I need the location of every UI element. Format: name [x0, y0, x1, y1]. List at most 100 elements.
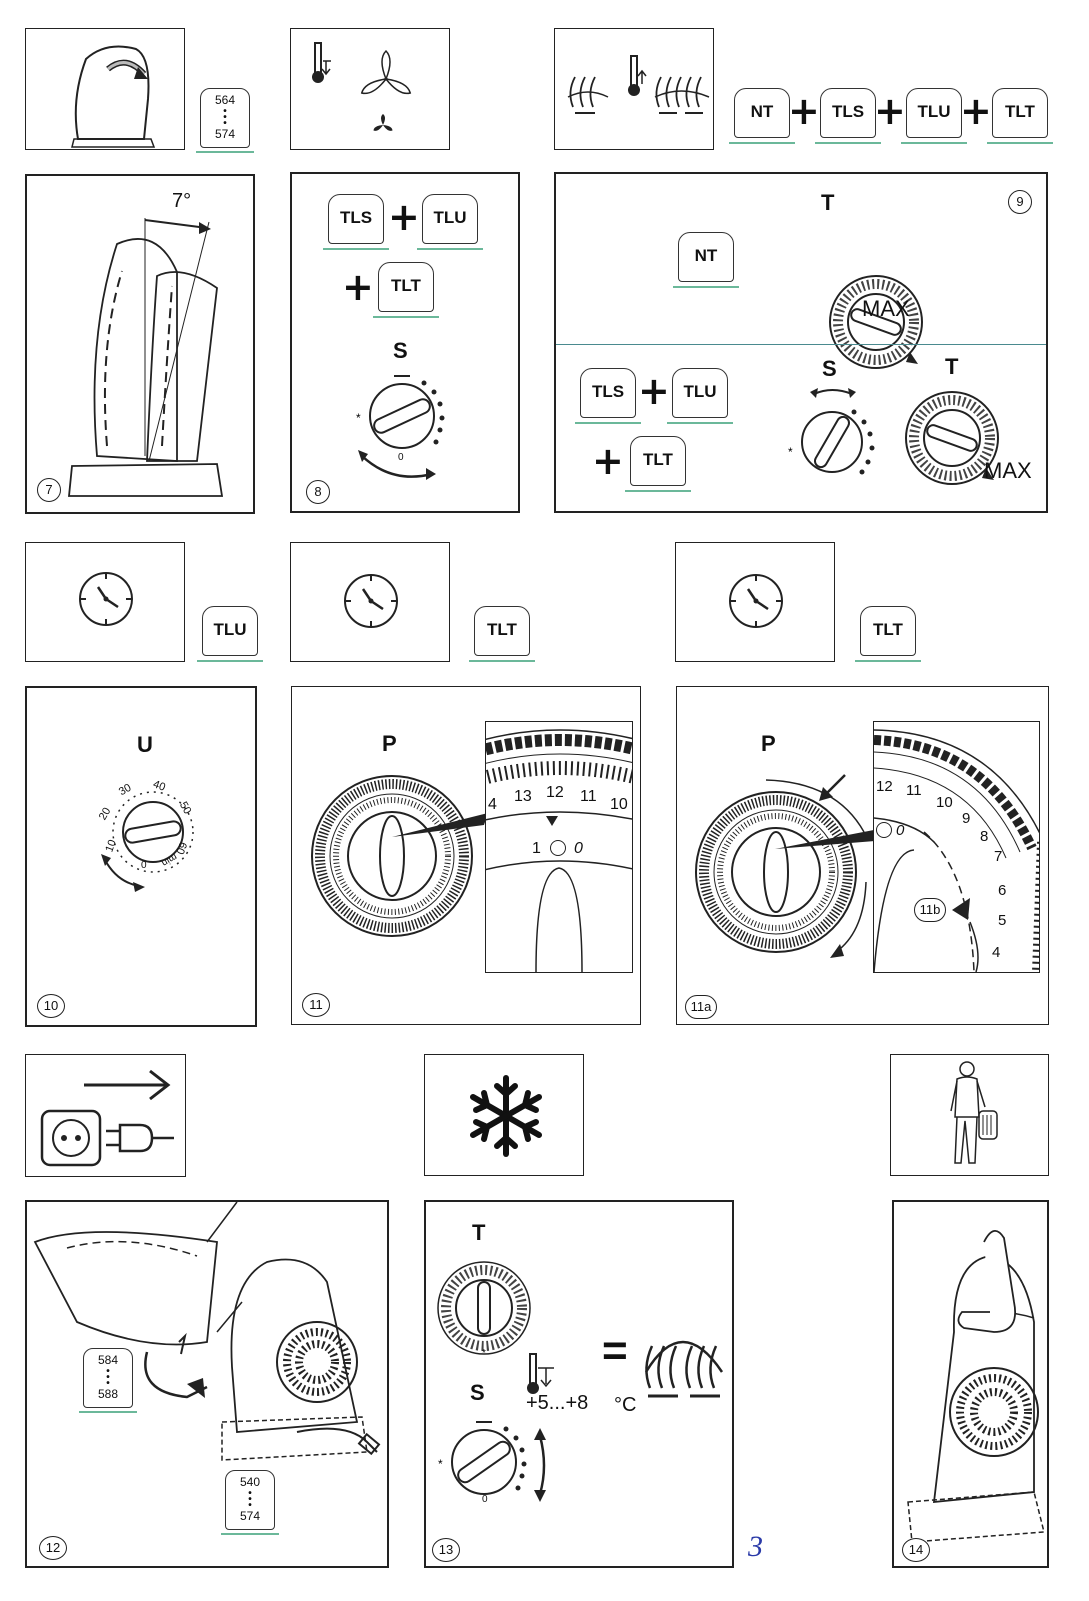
- plus-sign: +: [638, 369, 670, 413]
- clock-symbol-icon: [550, 840, 566, 856]
- programmer-dial: [311, 775, 473, 937]
- dial-zero-mark: 0: [398, 452, 404, 463]
- figure-number: 10: [37, 994, 65, 1018]
- push-arrow: [819, 774, 846, 801]
- cord-storage-illustration: [33, 1201, 381, 1461]
- zoom-marker-zero: 0: [574, 840, 583, 857]
- svg-text:*: *: [788, 445, 793, 459]
- panel-figure-10-timer: U 10 20 30 40 50 60 min 0 10: [25, 686, 257, 1027]
- panel-fan-mode: [290, 28, 450, 150]
- model-badge-tlu: TLU: [667, 368, 733, 424]
- figure-number: 8: [306, 480, 330, 504]
- programmer-zoom-detail: 4 13 12 11 10 1 0: [485, 721, 633, 973]
- dial-label-u: U: [137, 732, 153, 757]
- figure-number: 11: [302, 993, 330, 1017]
- person-carrying-heater-icon: [950, 1061, 998, 1164]
- figure-number: 7: [37, 478, 61, 502]
- plus-sign: +: [342, 265, 374, 309]
- model-badge-tlu: TLU: [197, 606, 263, 662]
- range-from: 564: [214, 93, 236, 107]
- zoom-hour: 13: [514, 788, 532, 805]
- thermostat-dial-t: [829, 275, 923, 369]
- selector-dial-s: *: [788, 388, 875, 475]
- panel-carry: [890, 1054, 1049, 1176]
- model-badge-tlt: TLT: [987, 88, 1053, 144]
- max-label: MAX: [862, 296, 910, 321]
- thermometer-low-icon: [527, 1353, 554, 1394]
- zoom-marker-one: 1: [532, 840, 541, 857]
- zoom-pointer: [775, 829, 879, 849]
- panel-figure-14-carry: 14: [892, 1200, 1049, 1568]
- zoom-hour: 10: [610, 796, 628, 813]
- dial-label-s: S: [470, 1380, 485, 1405]
- plus-sign: +: [592, 439, 624, 483]
- dial-label-s: S: [393, 338, 408, 363]
- frost-temp-range: +5...+8: [526, 1392, 589, 1414]
- zoom-marker-zero: 0: [896, 822, 905, 839]
- panel-clock-3: [675, 542, 835, 662]
- zoom-scale: [874, 729, 1039, 972]
- plus-sign: +: [388, 195, 420, 239]
- tilting-heater-illustration: [68, 218, 224, 497]
- zoom-hour: 8: [980, 828, 989, 845]
- figure-number: 12: [39, 1536, 67, 1560]
- figure-number-11b: 11b: [914, 898, 946, 922]
- thermometer-high-icon: [628, 55, 647, 96]
- panel-unplug: [25, 1054, 186, 1177]
- celsius-unit: °C: [614, 1394, 637, 1416]
- figure-number: 11a: [685, 995, 717, 1019]
- zoom-hour: 6: [998, 882, 1007, 899]
- svg-text:*: *: [356, 411, 361, 425]
- hand-carrying-heater-illustration: [907, 1230, 1045, 1543]
- panel-heat-modes: [554, 28, 714, 150]
- panel-clock-1: [25, 542, 185, 662]
- model-badge-nt: NT: [673, 232, 739, 288]
- figure-number: 13: [432, 1538, 460, 1562]
- range-to: 588: [97, 1387, 119, 1401]
- divider: [556, 344, 1046, 345]
- model-range-badge-584-588: 584 ••• 588: [79, 1348, 137, 1413]
- page-number: 3: [748, 1530, 763, 1563]
- selector-dial-s: *: [356, 375, 445, 480]
- programmer-dial: [695, 779, 867, 958]
- timer-mark-0: 0: [141, 860, 147, 871]
- zoom-hour: 11: [906, 782, 922, 799]
- figure-number: 14: [902, 1538, 930, 1562]
- panel-figure-8: TLS + TLU + TLT S * 0 8: [290, 172, 520, 513]
- range-to: 574: [239, 1509, 261, 1523]
- zoom-hour: 5: [998, 912, 1007, 929]
- model-badge-tls: TLS: [815, 88, 881, 144]
- range-dots: •••: [106, 1366, 110, 1389]
- panel-heater-knob: [25, 28, 185, 150]
- snowflake-icon: [470, 1075, 542, 1157]
- dial-label-p: P: [761, 731, 776, 756]
- zoom-hour: 4: [488, 796, 497, 813]
- dial-label-t: T: [945, 354, 959, 379]
- panel-figure-7-tilt: 7° 7: [25, 174, 255, 514]
- zoom-hour: 7: [994, 848, 1003, 865]
- arrow-right-icon: [84, 1069, 171, 1101]
- panel-figure-12-cord: 584 ••• 588 540 ••• 574 12: [25, 1200, 389, 1568]
- plus-sign: +: [874, 89, 906, 133]
- timer-dial-u: [101, 791, 194, 892]
- zoom-hour: 4: [992, 944, 1001, 961]
- thermometer-low-icon: [312, 42, 331, 83]
- thermostat-dial-t: *: [437, 1261, 531, 1359]
- zoom-scale: [486, 729, 632, 972]
- dial-label-p: P: [382, 731, 397, 756]
- heat-high-icon: [644, 1340, 724, 1398]
- range-from: 540: [239, 1475, 261, 1489]
- fan-small-icon: [373, 114, 393, 131]
- thermostat-dial-t: [905, 391, 999, 485]
- heater-knob-illustration: [71, 45, 156, 148]
- panel-figure-9: 9 NT T MAX TLS + TLU + TLT S * T MAX: [554, 172, 1048, 513]
- range-dots: •••: [223, 106, 227, 129]
- dial-label-t: T: [472, 1220, 486, 1245]
- model-badge-nt: NT: [729, 88, 795, 144]
- fan-large-icon: [360, 49, 412, 95]
- range-from: 584: [97, 1353, 119, 1367]
- model-range-badge-540-574: 540 ••• 574: [221, 1470, 279, 1535]
- zoom-hour: 10: [936, 794, 953, 811]
- model-badge-tls: TLS: [323, 194, 389, 250]
- dial-zero-mark: 0: [482, 1494, 488, 1505]
